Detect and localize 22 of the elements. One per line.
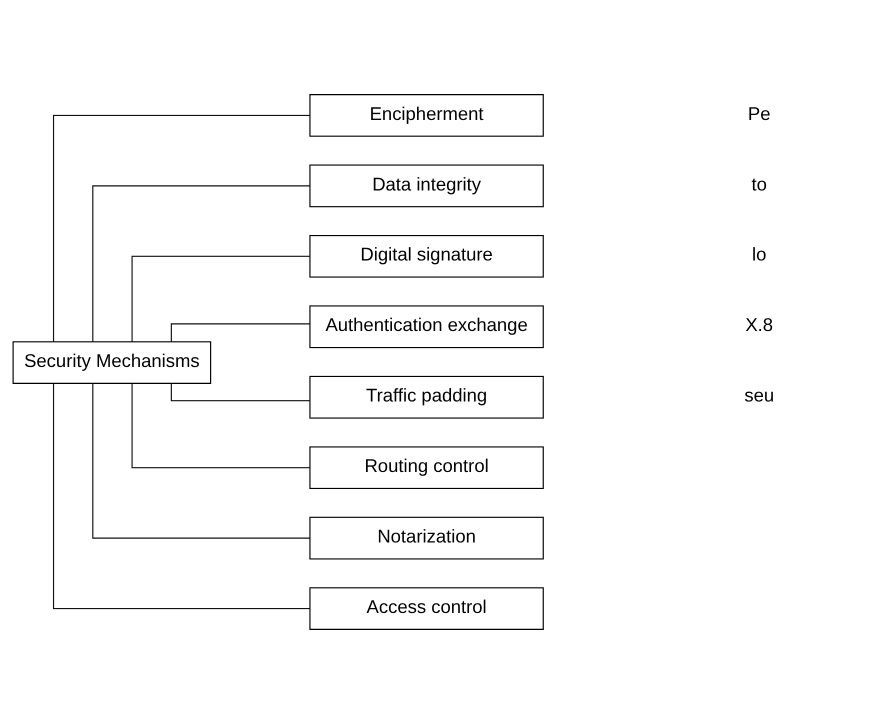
label: Pe <box>748 102 771 124</box>
node-box: Data integrity <box>309 164 544 208</box>
label: X.8 <box>745 314 774 336</box>
node-box: Traffic padding <box>309 376 544 419</box>
node-box: Digital signature <box>309 234 544 278</box>
connector <box>170 383 310 402</box>
node-box: Authentication exchange <box>309 305 544 348</box>
connector <box>52 384 310 610</box>
connector <box>132 256 310 342</box>
label: to <box>752 173 767 194</box>
node-box: Security Mechanisms <box>12 341 212 384</box>
label: lo <box>752 244 766 265</box>
connector <box>170 323 310 342</box>
label: seu <box>744 384 774 406</box>
node-box: Notarization <box>309 516 544 560</box>
node-box: Routing control <box>309 446 544 490</box>
connector <box>52 114 310 342</box>
connector <box>132 384 310 468</box>
node-box: Access control <box>309 587 544 630</box>
node-box: Encipherment <box>309 94 544 137</box>
connector <box>92 383 310 539</box>
connector <box>92 185 310 342</box>
